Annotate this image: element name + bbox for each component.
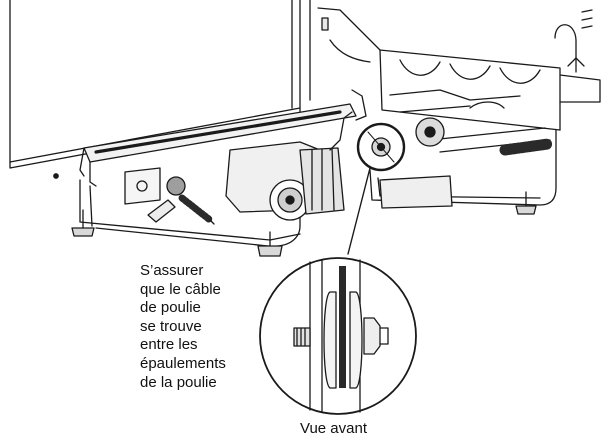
callout-line: que le câble [140,280,221,298]
front-view-label: Vue avant [300,420,367,437]
right-motor-assembly [379,101,554,209]
pulley-bolt [293,327,311,347]
front-rail [79,103,357,187]
callout-line: entre les [140,336,198,354]
cable-instruction-callout: S’assurer que le câble de poulie se trou… [140,262,270,392]
callout-line: S’assurer [140,262,204,279]
pulley-detail-view [259,257,417,415]
callout-line: de poulie [140,299,201,317]
center-pump-assembly [225,89,367,221]
tub-frame [317,7,601,131]
leveling-feet [53,173,537,257]
callout-line: se trouve [140,317,202,335]
pulley-highlight [356,122,406,172]
left-spring-mechanism [124,167,215,225]
callout-line: épaulements [140,354,226,372]
pulley-cable [339,266,346,388]
callout-line: de la poulie [140,373,217,391]
detail-leader-line [347,167,371,255]
